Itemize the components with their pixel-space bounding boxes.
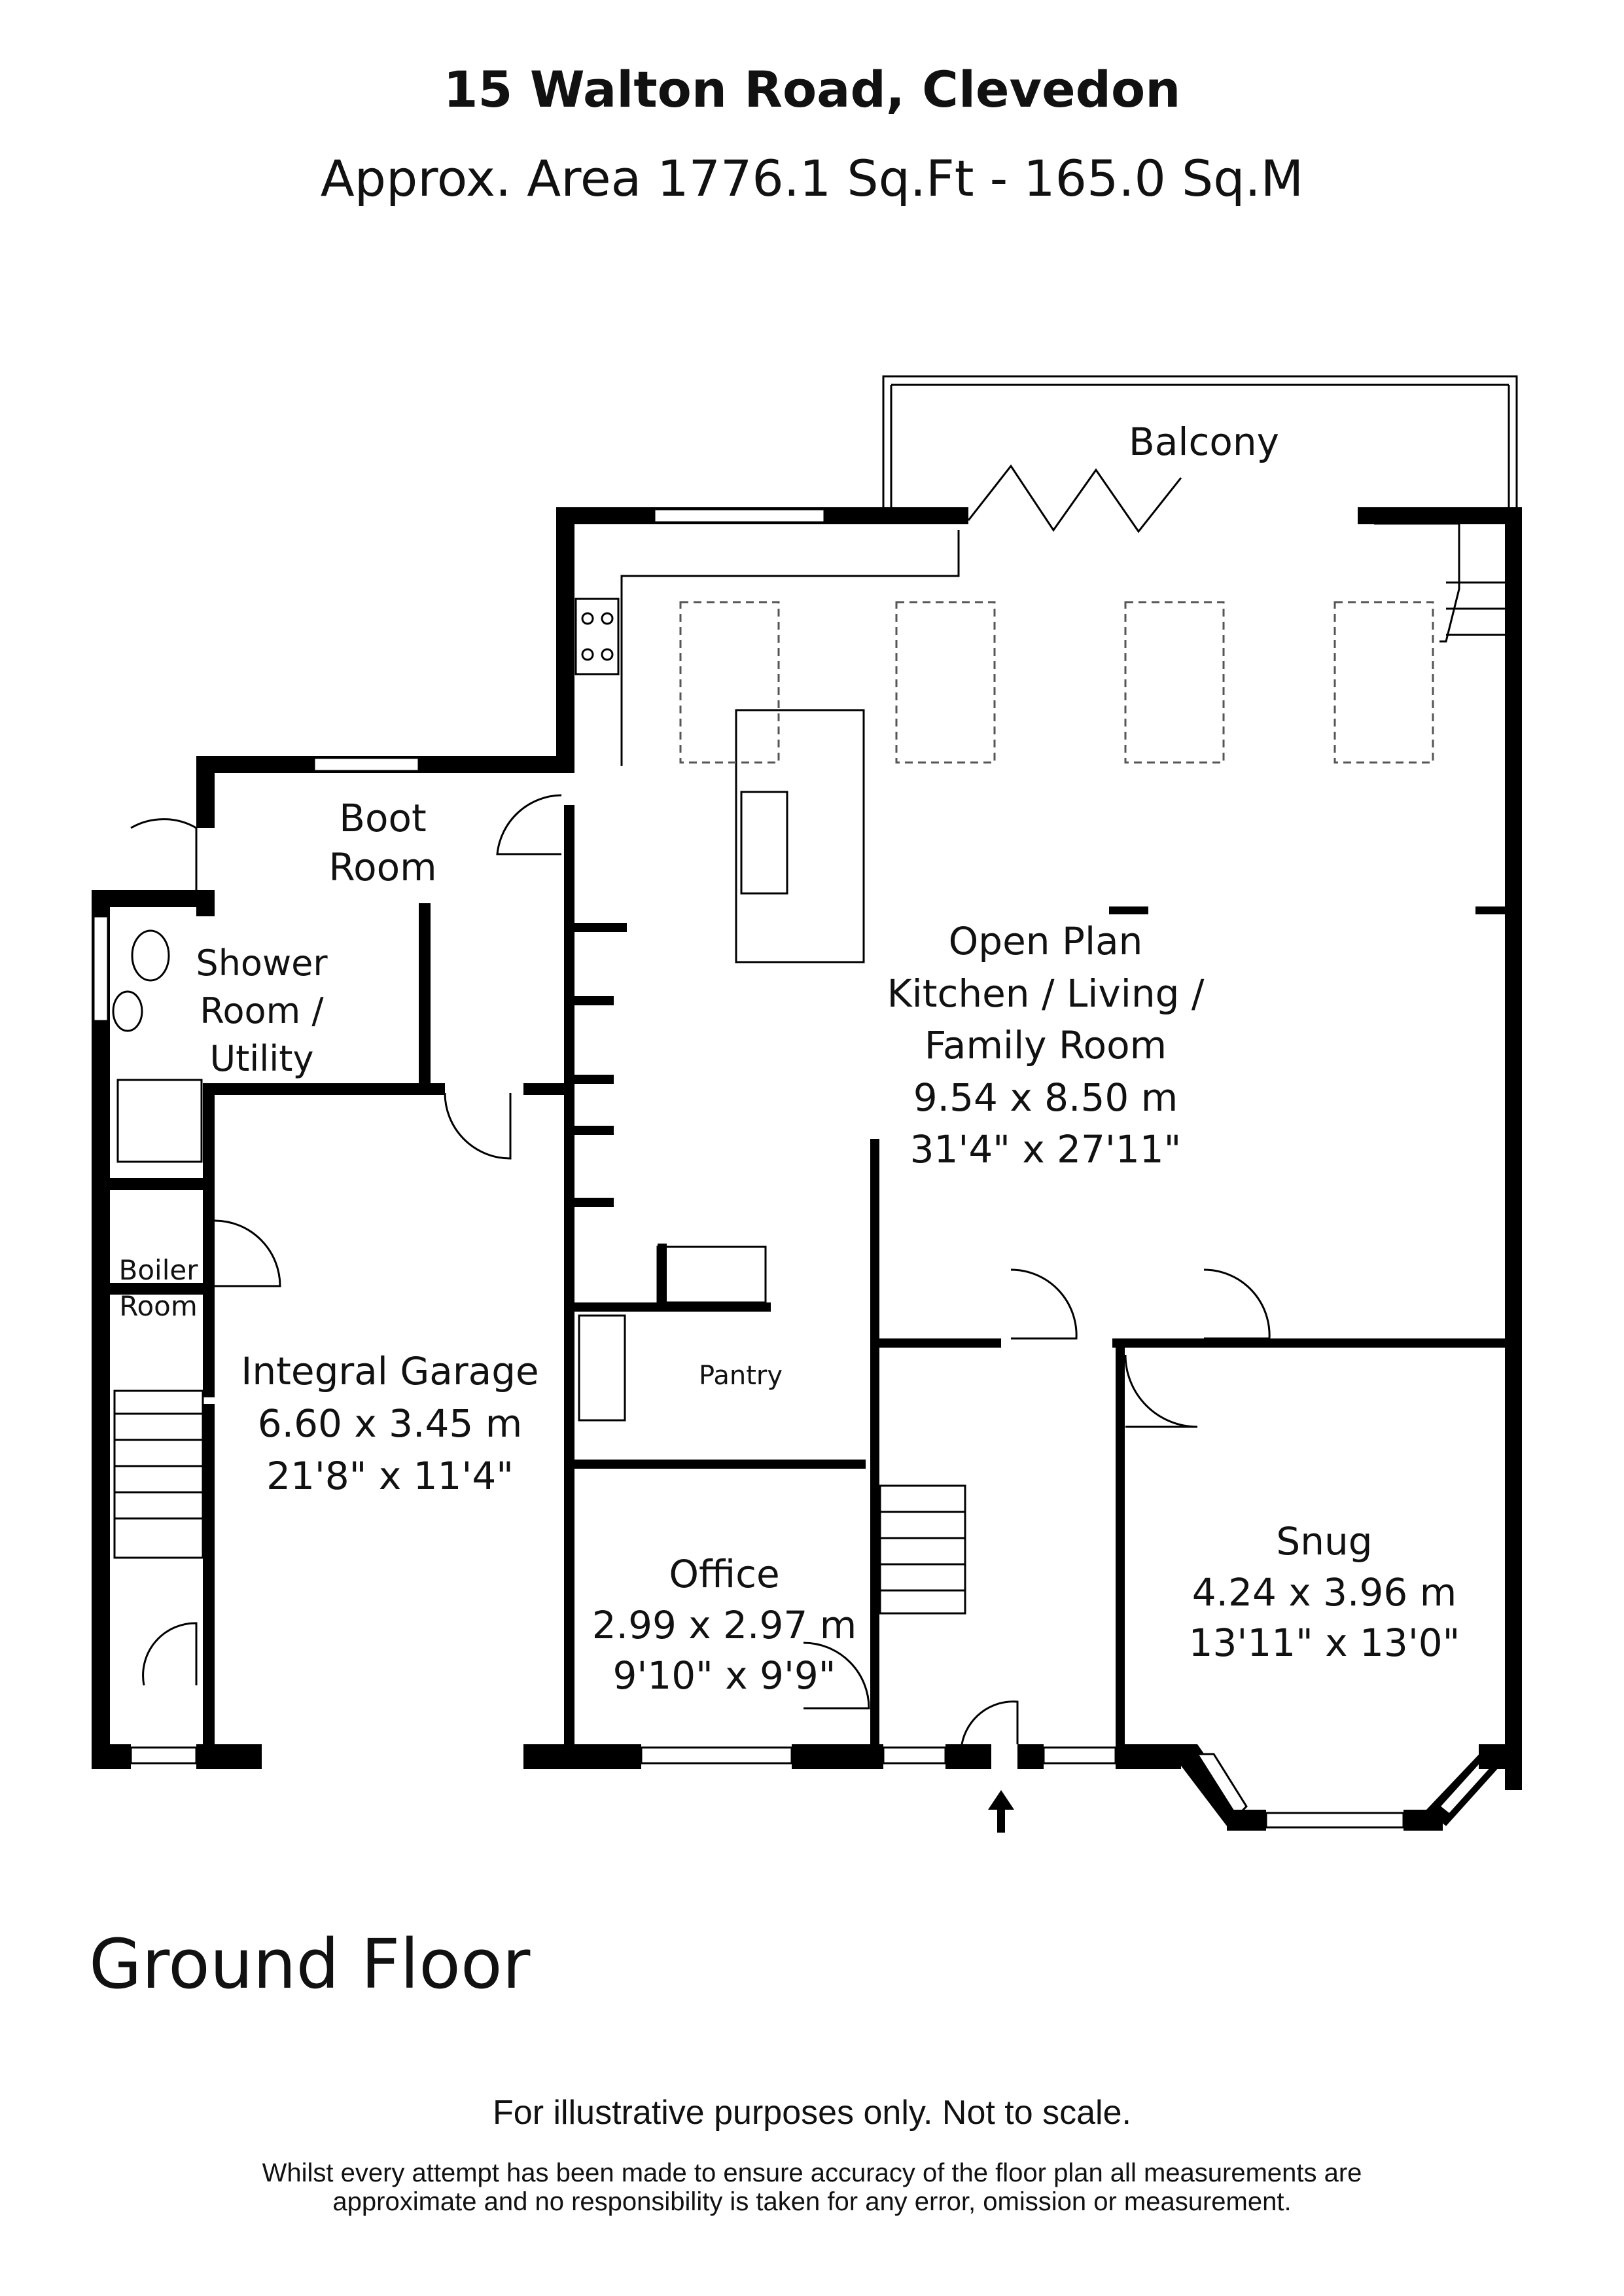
bathroom-fixtures	[112, 929, 203, 1163]
exterior-walls	[92, 507, 1522, 1831]
bifold-door	[967, 464, 1182, 533]
shower-room-label-3: Utility	[210, 1038, 314, 1079]
balcony-label: Balcony	[1129, 420, 1279, 464]
shower-room-label-2: Room /	[200, 990, 324, 1031]
office-metric: 2.99 x 2.97 m	[592, 1603, 856, 1647]
boiler-room-label-2: Room	[119, 1290, 198, 1322]
snug-label: Snug	[1276, 1519, 1372, 1564]
pantry-sink	[578, 1314, 626, 1422]
floor-label: Ground Floor	[89, 1924, 531, 2004]
open-plan-label-2: Kitchen / Living /	[887, 971, 1205, 1016]
open-plan-label-3: Family Room	[925, 1023, 1167, 1067]
open-plan-metric: 9.54 x 8.50 m	[913, 1075, 1178, 1120]
area-subtitle: Approx. Area 1776.1 Sq.Ft - 165.0 Sq.M	[320, 149, 1304, 207]
snug-imperial: 13'11" x 13'0"	[1189, 1621, 1460, 1665]
garage-label: Integral Garage	[241, 1349, 538, 1393]
garage-metric: 6.60 x 3.45 m	[258, 1401, 522, 1446]
hob	[574, 598, 620, 675]
office-label: Office	[669, 1552, 779, 1596]
property-address-title: 15 Walton Road, Clevedon	[443, 60, 1181, 118]
open-plan-label-1: Open Plan	[949, 919, 1143, 963]
disclaimer-line-2: Whilst every attempt has been made to en…	[262, 2159, 1362, 2187]
disclaimer-block: Whilst every attempt has been made to en…	[0, 2159, 1624, 2216]
boot-room-label-2: Room	[328, 845, 436, 889]
shower-room-label-1: Shower	[196, 942, 328, 984]
open-plan-imperial: 31'4" x 27'11"	[910, 1127, 1182, 1172]
interior-walls	[110, 805, 1508, 1767]
entrance-arrow	[988, 1790, 1014, 1833]
garage-imperial: 21'8" x 11'4"	[266, 1454, 514, 1498]
pantry-label: Pantry	[699, 1361, 783, 1391]
disclaimer-line-1: For illustrative purposes only. Not to s…	[493, 2094, 1131, 2132]
kitchen-fixtures	[574, 530, 1434, 1422]
disclaimer-line-3: approximate and no responsibility is tak…	[332, 2187, 1292, 2216]
stairs	[113, 522, 1505, 1615]
boot-room-label-1: Boot	[339, 796, 427, 840]
balcony	[882, 375, 1518, 533]
room-labels: Balcony Boot Room Shower Room / Utility …	[119, 420, 1460, 1698]
sink	[740, 791, 788, 895]
kitchen-island	[735, 709, 865, 963]
snug-metric: 4.24 x 3.96 m	[1192, 1570, 1456, 1615]
office-imperial: 9'10" x 9'9"	[613, 1653, 836, 1698]
doors	[130, 794, 1271, 1745]
boiler-room-label-1: Boiler	[119, 1254, 199, 1286]
